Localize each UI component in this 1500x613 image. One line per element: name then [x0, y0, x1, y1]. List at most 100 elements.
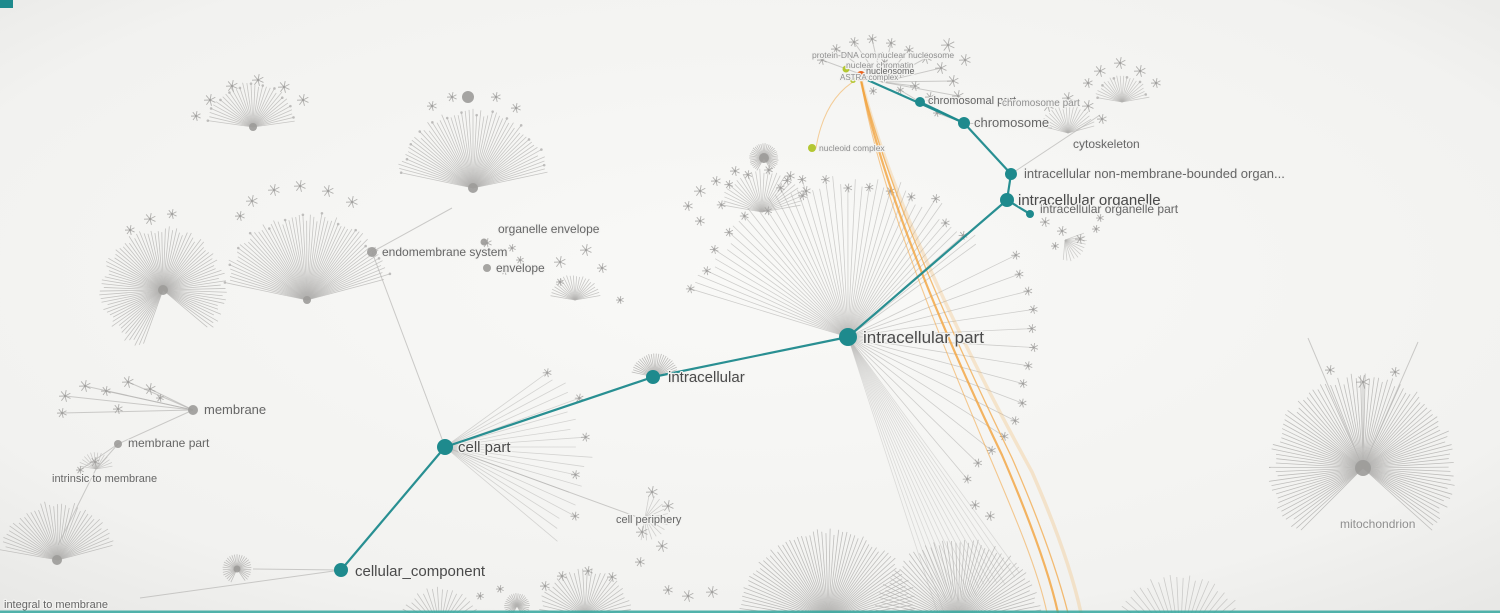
star-node[interactable] [89, 457, 100, 467]
star-node[interactable] [655, 540, 668, 552]
star-node[interactable] [710, 176, 721, 186]
star-node[interactable] [962, 474, 972, 484]
star-node[interactable] [500, 266, 509, 275]
graph-node[interactable] [759, 153, 769, 163]
star-node[interactable] [1027, 324, 1037, 334]
star-node[interactable] [490, 92, 501, 102]
star-node[interactable] [515, 255, 524, 264]
star-node[interactable] [203, 94, 216, 106]
star-node[interactable] [539, 581, 550, 591]
star-node[interactable] [1082, 78, 1093, 88]
star-node[interactable] [1023, 361, 1033, 371]
star-node[interactable] [345, 196, 358, 208]
star-node[interactable] [100, 386, 111, 396]
star-node[interactable] [866, 34, 877, 44]
star-node[interactable] [879, 57, 888, 66]
star-node[interactable] [951, 90, 964, 102]
star-node[interactable] [705, 586, 718, 598]
star-node[interactable] [1093, 65, 1106, 77]
star-node[interactable] [848, 37, 859, 47]
star-node[interactable] [702, 266, 711, 276]
star-node[interactable] [682, 201, 693, 211]
graph-node[interactable] [483, 264, 491, 272]
star-node[interactable] [112, 404, 123, 414]
star-node[interactable] [582, 566, 593, 576]
star-node[interactable] [570, 511, 580, 521]
star-node[interactable] [743, 170, 753, 180]
star-node[interactable] [709, 244, 719, 254]
star-node[interactable] [816, 55, 827, 65]
star-node[interactable] [1018, 379, 1028, 389]
star-node[interactable] [885, 38, 896, 48]
star-node[interactable] [724, 227, 734, 237]
star-node[interactable] [596, 263, 607, 273]
star-node[interactable] [798, 191, 807, 201]
star-node[interactable] [475, 591, 484, 600]
graph-node[interactable] [249, 123, 257, 131]
star-node[interactable] [426, 101, 437, 111]
star-node[interactable] [940, 218, 950, 228]
star-node[interactable] [446, 92, 457, 102]
star-node[interactable] [56, 408, 67, 418]
star-node[interactable] [570, 470, 580, 480]
star-node[interactable] [739, 211, 749, 221]
star-node[interactable] [1023, 286, 1033, 296]
selected-node[interactable] [958, 117, 970, 129]
star-node[interactable] [903, 45, 914, 55]
star-node[interactable] [635, 526, 648, 538]
star-node[interactable] [1095, 213, 1104, 222]
graph-node[interactable] [158, 285, 168, 295]
graph-node[interactable] [52, 555, 62, 565]
star-node[interactable] [75, 465, 84, 474]
selected-node[interactable] [915, 97, 925, 107]
graph-node[interactable] [303, 296, 311, 304]
star-node[interactable] [555, 277, 564, 286]
star-node[interactable] [615, 295, 624, 304]
star-node[interactable] [1061, 92, 1074, 104]
star-node[interactable] [775, 183, 785, 193]
star-node[interactable] [830, 44, 841, 54]
star-node[interactable] [78, 380, 91, 392]
selected-node[interactable] [334, 563, 348, 577]
graph-node[interactable] [1355, 460, 1371, 476]
star-node[interactable] [895, 69, 904, 78]
graph-node[interactable] [114, 440, 122, 448]
star-node[interactable] [1028, 304, 1038, 314]
star-node[interactable] [121, 376, 134, 388]
star-node[interactable] [1113, 57, 1126, 69]
star-node[interactable] [1029, 342, 1039, 352]
star-node[interactable] [940, 38, 955, 52]
star-node[interactable] [1389, 367, 1400, 377]
star-node[interactable] [694, 216, 705, 226]
star-node[interactable] [143, 383, 156, 395]
star-node[interactable] [251, 74, 264, 86]
star-node[interactable] [1133, 65, 1146, 77]
star-node[interactable] [973, 458, 983, 468]
star-node[interactable] [1017, 398, 1027, 408]
star-node[interactable] [693, 185, 706, 197]
star-node[interactable] [553, 256, 566, 268]
star-node[interactable] [685, 284, 695, 294]
selected-node[interactable] [1000, 193, 1014, 207]
star-node[interactable] [143, 213, 156, 225]
highlighted-node[interactable] [856, 71, 866, 81]
star-node[interactable] [267, 184, 280, 196]
star-node[interactable] [1096, 114, 1107, 124]
selected-node[interactable] [437, 439, 453, 455]
star-node[interactable] [190, 111, 201, 121]
star-node[interactable] [843, 183, 853, 193]
star-node[interactable] [924, 92, 935, 102]
annotated-node[interactable] [850, 77, 856, 83]
star-node[interactable] [507, 243, 516, 252]
annotated-node[interactable] [842, 65, 850, 73]
star-node[interactable] [225, 80, 238, 92]
star-node[interactable] [1091, 224, 1100, 233]
selected-node[interactable] [839, 328, 857, 346]
graph-node[interactable] [480, 238, 488, 246]
star-node[interactable] [606, 572, 617, 582]
selected-node[interactable] [1026, 210, 1034, 218]
star-node[interactable] [245, 195, 258, 207]
star-node[interactable] [234, 211, 245, 221]
star-node[interactable] [729, 166, 740, 176]
